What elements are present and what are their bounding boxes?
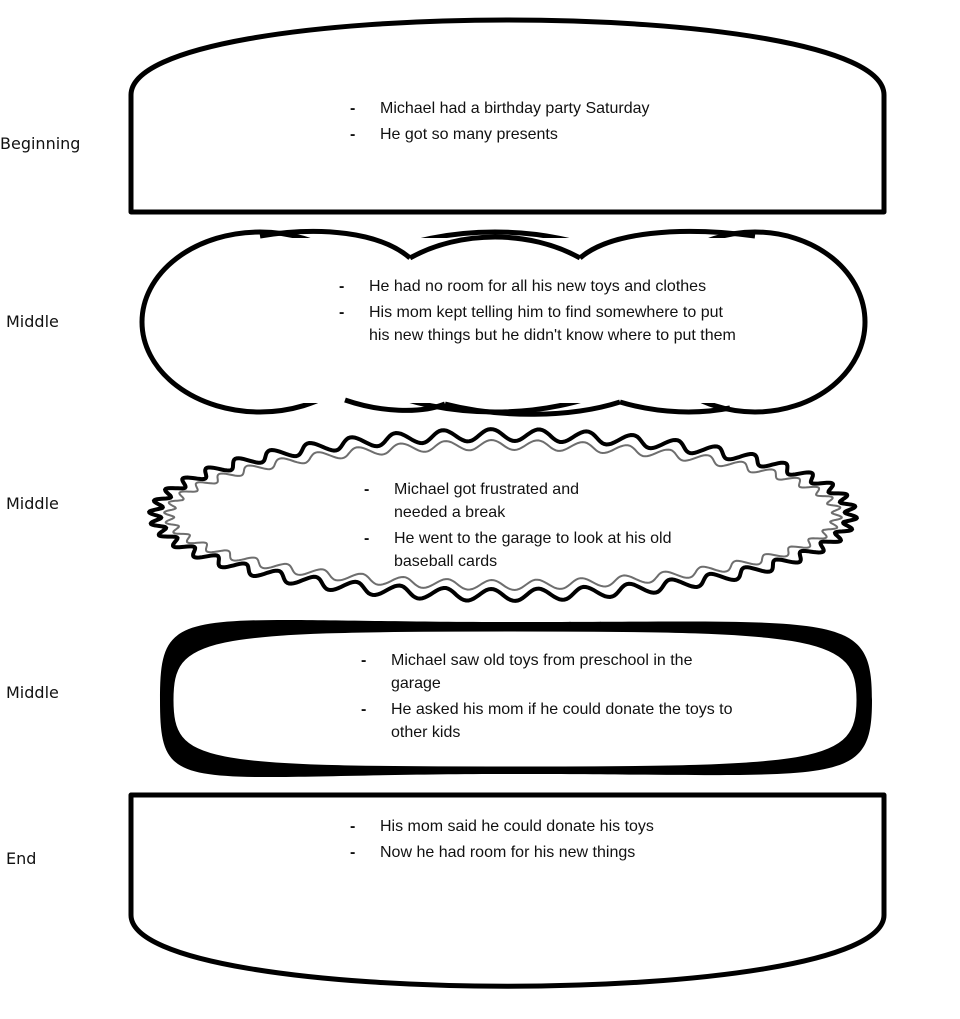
layer-label-middle-2: Middle	[6, 494, 59, 513]
layer-label-beginning: Beginning	[0, 134, 81, 153]
list-item: His mom said he could donate his toys	[350, 815, 770, 838]
layer-label-middle-3: Middle	[6, 683, 59, 702]
notes-middle-1: He had no room for all his new toys and …	[339, 275, 739, 350]
notes-middle-3: Michael saw old toys from preschool in t…	[361, 649, 761, 738]
list-item: He went to the garage to look at his old…	[364, 527, 684, 573]
list-item: Michael saw old toys from preschool in t…	[361, 649, 731, 695]
list-item: Michael got frustrated and needed a brea…	[364, 478, 619, 524]
layer-label-middle-1: Middle	[6, 312, 59, 331]
layer-label-end: End	[6, 849, 37, 868]
list-item: Now he had room for his new things	[350, 841, 770, 864]
list-item: His mom kept telling him to find somewhe…	[339, 301, 739, 347]
notes-end: His mom said he could donate his toys No…	[350, 815, 770, 867]
list-item: He had no room for all his new toys and …	[339, 275, 739, 298]
list-item: Michael had a birthday party Saturday	[350, 97, 770, 120]
list-item: He got so many presents	[350, 123, 770, 146]
notes-middle-2: Michael got frustrated and needed a brea…	[364, 478, 684, 576]
notes-beginning: Michael had a birthday party Saturday He…	[350, 97, 770, 149]
list-item: He asked his mom if he could donate the …	[361, 698, 761, 738]
